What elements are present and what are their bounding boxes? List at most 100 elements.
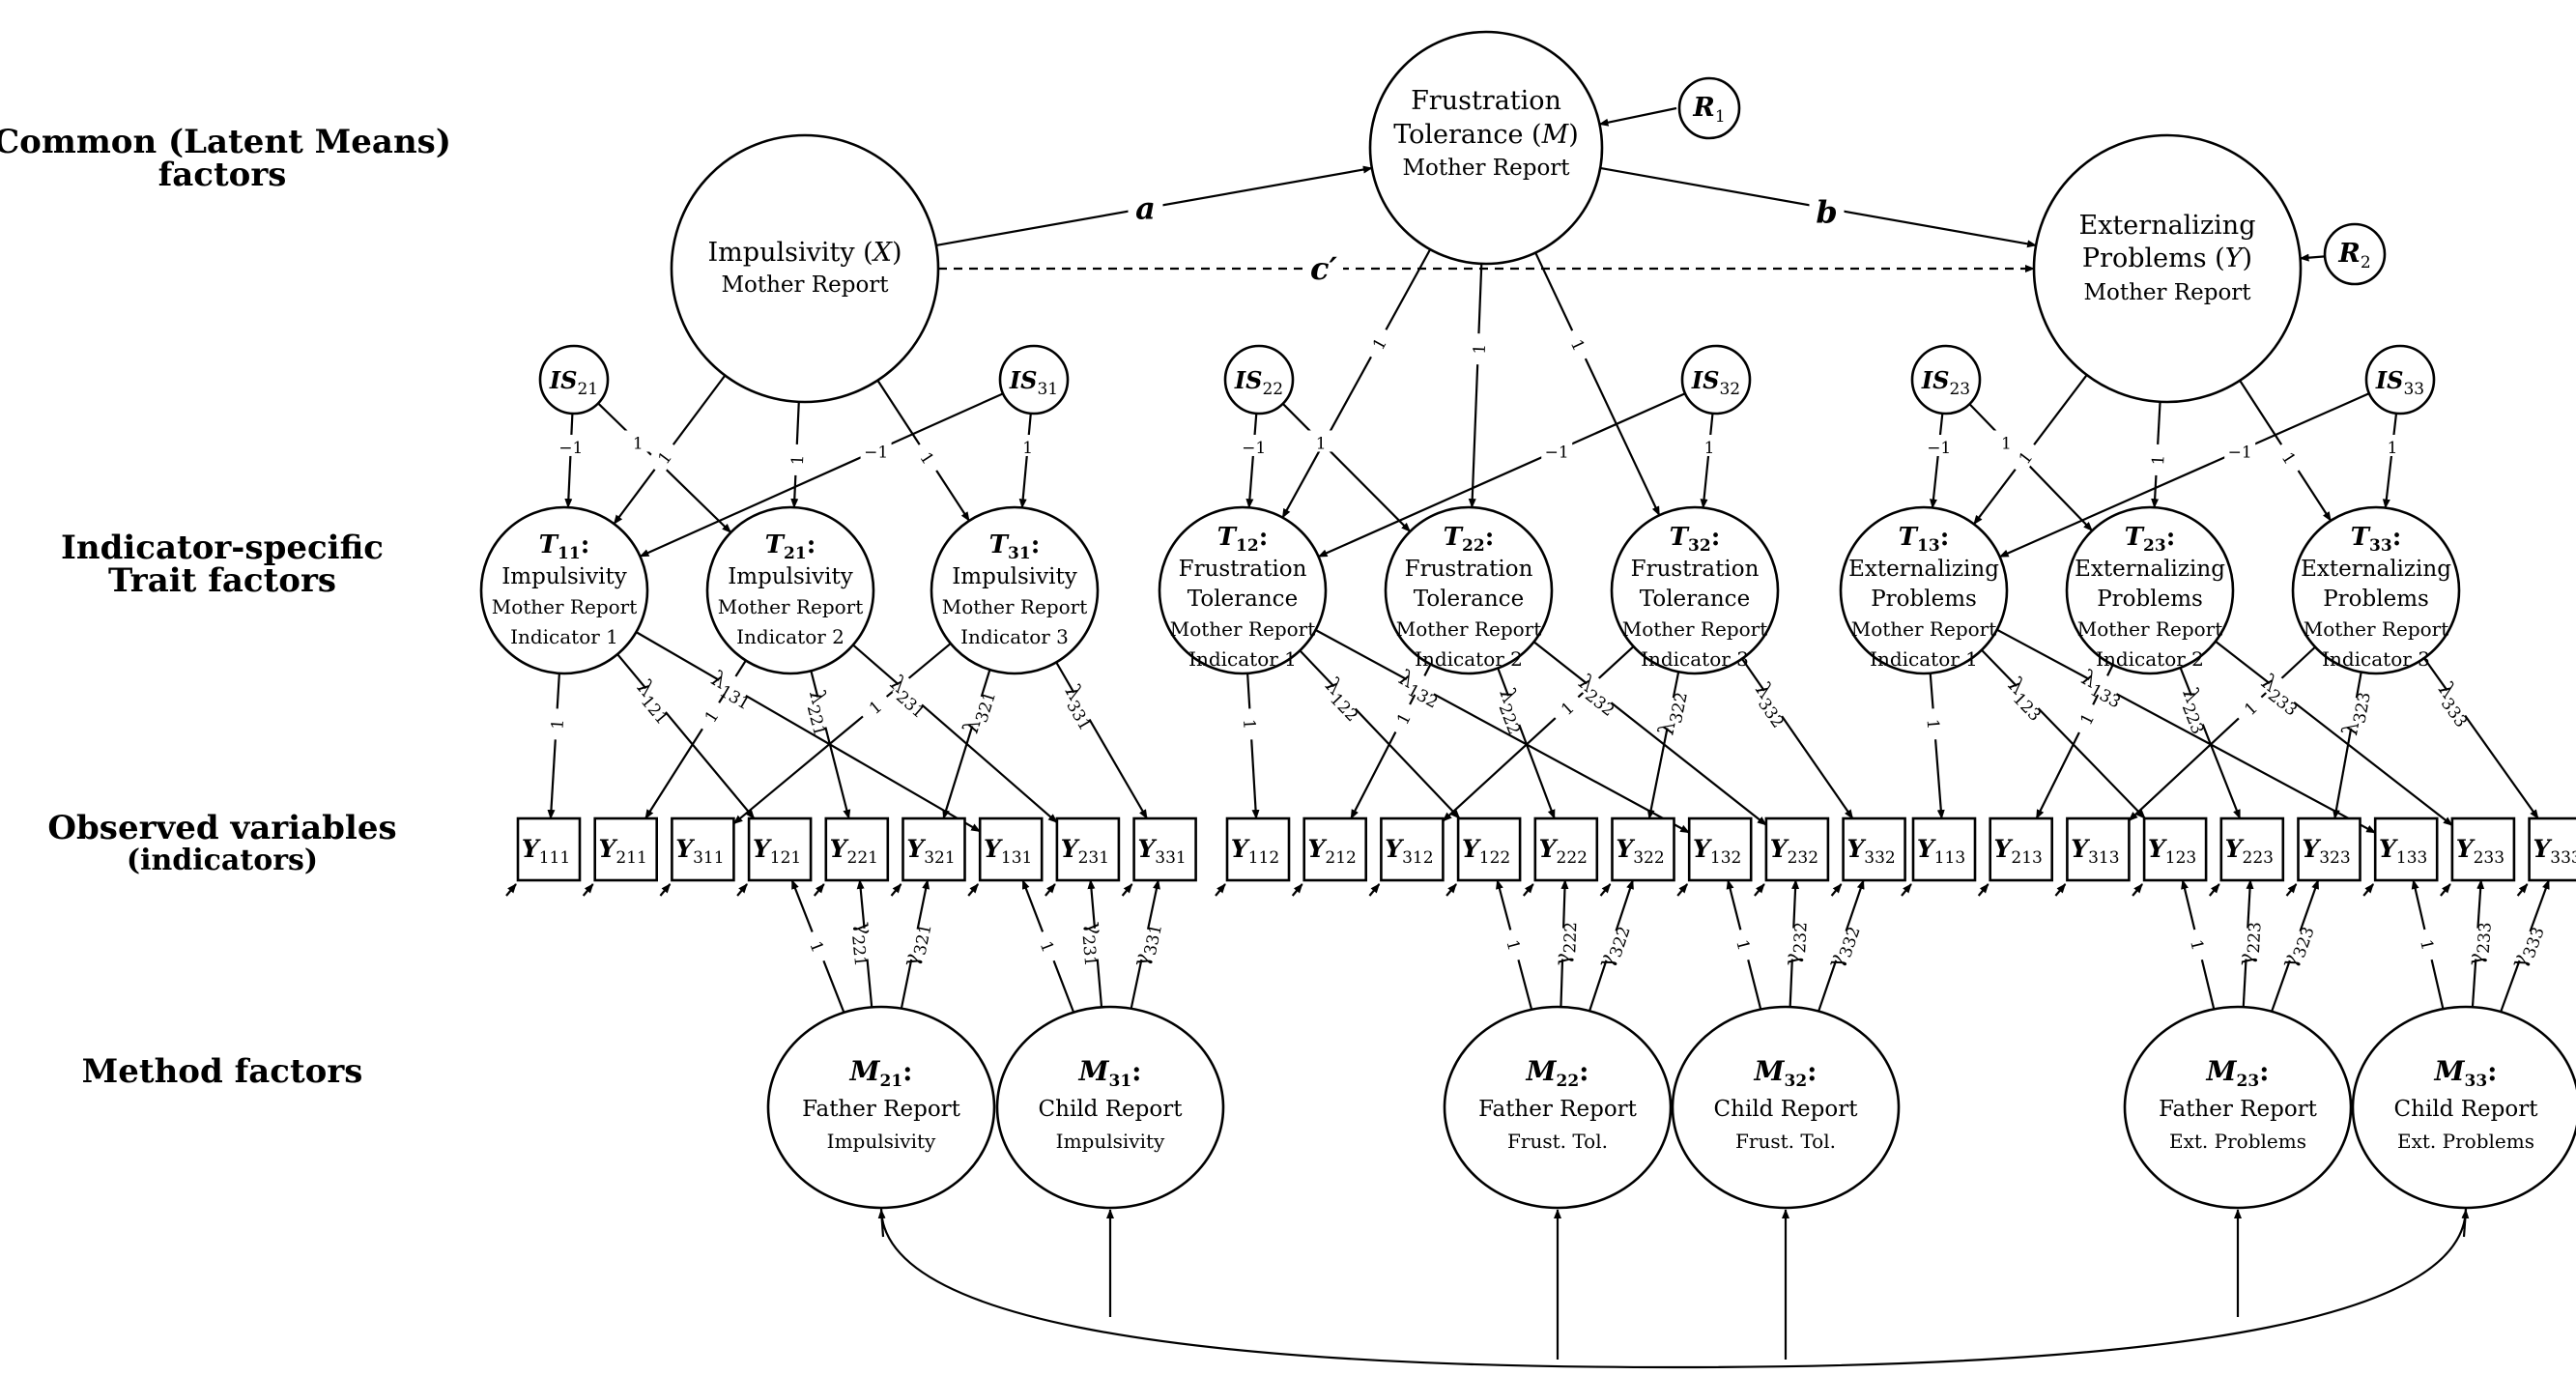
lambda-label-group: λ321 — [959, 689, 1000, 736]
error-arrow — [1368, 883, 1381, 897]
observed-variable-label: Y233 — [2456, 835, 2504, 868]
observed-variable-label: Y333 — [2533, 835, 2576, 868]
loading-one-label: 1 — [1502, 938, 1523, 954]
trait-observed-loading — [732, 643, 952, 825]
trait-observed-loading — [1055, 661, 1148, 819]
gamma-label-bg — [1085, 927, 1109, 960]
trait-factor-indicator: Indicator 1 — [510, 625, 618, 648]
loading-minus-one-label: −1 — [558, 439, 583, 458]
loading-minus-one-label-group: −1 — [1923, 434, 1955, 458]
row-label-common-1: Common (Latent Means) — [0, 123, 451, 161]
loading-one-label-group: 1 — [2185, 927, 2214, 962]
gamma-label-bg — [1824, 927, 1856, 964]
gamma-label-group: γ321 — [899, 923, 936, 969]
trait-factor — [1610, 505, 1780, 675]
trait-factor-indicator: Indicator 1 — [1870, 647, 1978, 671]
observed-variable-label: Y133 — [2379, 835, 2427, 868]
method-factor-construct: Impulsivity — [1056, 1130, 1165, 1153]
loading-one-label-group: 1 — [784, 444, 808, 476]
trait-factor-report: Mother Report — [2304, 617, 2449, 641]
residual-label: R2 — [2337, 239, 2370, 272]
loading-one-label-group: 1 — [2377, 434, 2409, 458]
lambda-label-group: λ122 — [1320, 673, 1364, 726]
trait-factor — [1384, 505, 1554, 675]
intercept-shift-label: IS23 — [1921, 366, 1970, 399]
loading-one-label-group: 1 — [1547, 688, 1586, 726]
gamma-label-bg — [2464, 927, 2488, 960]
lambda-label-bg — [808, 694, 837, 730]
intercept-shift-node — [1910, 344, 1982, 415]
loading-minus-one-label: −1 — [1545, 443, 1569, 462]
loading-minus-one-label: −1 — [1927, 439, 1951, 458]
observed-variable-label: Y132 — [1693, 835, 1741, 868]
error-arrow — [1445, 883, 1457, 897]
trait-observed-loading — [1646, 672, 1680, 819]
loading-minus-one-label-bg — [2224, 439, 2256, 461]
loading-one-label-group: 1 — [1922, 707, 1948, 741]
observed-variable — [2142, 816, 2208, 882]
loading-one-label: 1 — [1239, 719, 1259, 730]
lambda-label-group: λ322 — [1654, 691, 1692, 737]
error-arrow — [2440, 883, 2451, 897]
observed-variable-label: Y331 — [1137, 835, 1186, 868]
error-arrow — [736, 883, 748, 897]
error-arrow — [1215, 883, 1226, 897]
loading-one-label-bg — [2006, 437, 2043, 475]
observed-variable-label: Y212 — [1308, 835, 1357, 868]
trait-factor-name: Problems — [2097, 587, 2203, 612]
loading-one-label-group: 1 — [1563, 326, 1596, 363]
loading-one-label-group: 1 — [2144, 444, 2169, 476]
loading-minus-one-label-group: −1 — [555, 434, 587, 458]
loading-one-label-bg — [1990, 430, 2022, 452]
method-factor-symbol: M32: — [1753, 1055, 1817, 1091]
method-factor-construct: Frust. Tol. — [1507, 1130, 1608, 1153]
row-label-trait-1: Indicator-specific — [61, 529, 384, 567]
observed-variable — [1380, 816, 1445, 882]
gamma-label-group: γ232 — [1781, 922, 1812, 966]
observed-variable — [516, 816, 582, 882]
loading-one-label-group: 1 — [1731, 927, 1760, 962]
loading-one-label-bg — [1694, 434, 1726, 456]
observed-variable — [671, 816, 735, 882]
loading-one-label-bg — [2144, 444, 2168, 476]
frustration-tolerance-factor — [1368, 30, 1604, 266]
loading-one-label-bg — [1360, 324, 1395, 362]
trait-observed-loading — [1981, 648, 2146, 819]
trait-factor-name: Externalizing — [1848, 557, 1999, 582]
trait-factor-report: Mother Report — [492, 595, 638, 618]
trait-factor-name: Externalizing — [2075, 557, 2225, 582]
method-covariance-arrow — [2461, 1209, 2470, 1238]
method-factor-rater: Child Report — [1714, 1097, 1859, 1122]
trait-factor-report: Mother Report — [1396, 617, 1542, 641]
error-arrow — [1121, 883, 1133, 897]
observed-variable — [593, 816, 659, 882]
loading-one-label-bg — [1501, 927, 1531, 962]
intercept-shift-node — [1223, 344, 1295, 415]
loading-one-label-group: 1 — [2230, 688, 2269, 726]
error-arrow — [2516, 883, 2529, 897]
gamma-label-group: γ223 — [2234, 922, 2265, 966]
intercept-shift-arrow — [1281, 403, 1412, 532]
loading-one-label-group: 1 — [1694, 434, 1726, 458]
trait-factor — [2065, 505, 2235, 675]
observed-variable-label: Y112 — [1231, 835, 1279, 868]
path-a-label: a — [1135, 190, 1156, 227]
row-label-common-2: factors — [158, 156, 287, 194]
intercept-shift-label: IS32 — [1691, 366, 1740, 399]
trait-factor-name: Tolerance — [1188, 587, 1298, 612]
trait-factor-name: Impulsivity — [952, 564, 1077, 589]
trait-factor-symbol: T33: — [2351, 523, 2402, 556]
trait-observed-loading — [942, 669, 991, 819]
error-arrow — [1754, 883, 1765, 897]
common-trait-loading — [1281, 248, 1432, 519]
loading-one-label-group: 1 — [622, 430, 654, 453]
trait-factor — [930, 505, 1100, 675]
method-factor-construct: Frust. Tol. — [1735, 1130, 1836, 1153]
error-arrow — [967, 883, 980, 897]
observed-variable-label: Y213 — [1994, 835, 2043, 868]
trait-factor-name: Problems — [2323, 587, 2429, 612]
gamma-label-group: γ331 — [1129, 923, 1166, 969]
observed-variable — [1842, 816, 1906, 882]
trait-factor-report: Mother Report — [2077, 617, 2223, 641]
residual-r1-arrow — [1598, 106, 1677, 127]
